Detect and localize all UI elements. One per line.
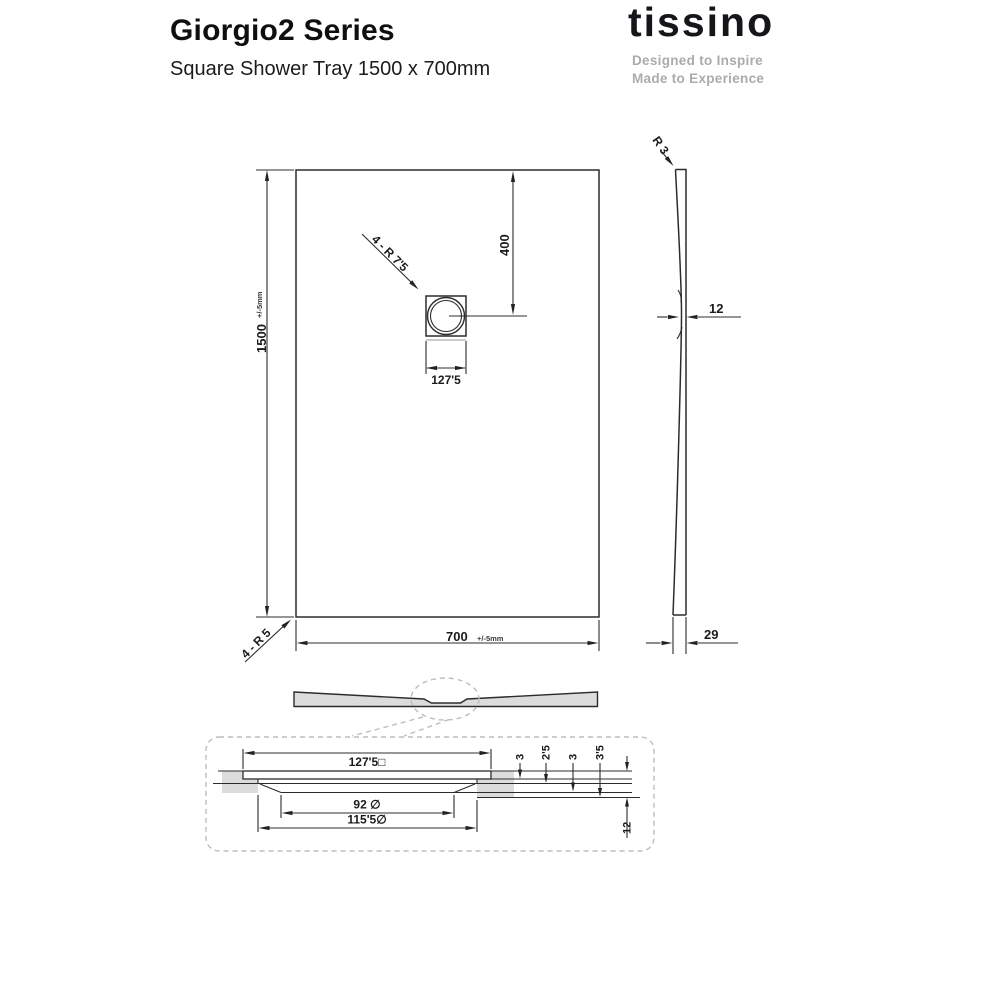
length-dimension: 1500 +/-5mm xyxy=(254,169,294,618)
step1-label: 3 xyxy=(515,754,527,760)
width-label: 700 xyxy=(446,629,468,644)
recess-dia-dimension: 115'5∅ xyxy=(257,795,478,832)
waste-dia-label: 92 ∅ xyxy=(353,798,380,812)
step-depth-dimensions: 3 2'5 3 3'5 xyxy=(515,745,607,797)
side-view: R 3 12 29 xyxy=(646,134,741,654)
mid-thickness-label: 12 xyxy=(709,301,723,316)
step2-label: 2'5 xyxy=(541,745,553,760)
length-tolerance: +/-5mm xyxy=(255,291,264,318)
drain xyxy=(425,295,467,341)
width-tolerance: +/-5mm xyxy=(477,634,504,643)
step3-label: 3 xyxy=(568,754,580,760)
detail-view: 127'5□ 92 ∅ 115'5∅ xyxy=(205,736,655,852)
drain-width-dimension: 127'5 xyxy=(425,341,467,387)
corner-radius-callout: 4 - R 5 xyxy=(238,619,291,663)
mid-thickness-dimension: 12 xyxy=(657,301,741,320)
edge-radius-label: R 3 xyxy=(650,134,672,158)
brand-logo: tissino xyxy=(628,0,775,45)
edge-radius-callout: R 3 xyxy=(650,134,674,166)
detail-callout-circle xyxy=(410,677,480,721)
side-profile-right xyxy=(675,168,687,615)
detail-frame xyxy=(205,736,655,852)
side-profile-left xyxy=(672,169,683,616)
cover-square-dimension: 127'5□ xyxy=(242,749,492,769)
length-label: 1500 xyxy=(254,324,269,353)
waste-dia-dimension: 92 ∅ xyxy=(280,795,455,818)
drain-cover-plate xyxy=(242,770,492,780)
edge-thickness-label: 29 xyxy=(704,627,718,642)
edge-thickness-dimension: 29 xyxy=(646,627,738,646)
plan-view: 1500 +/-5mm 700 +/-5mm 4 - R 5 xyxy=(238,169,600,663)
total-depth-dimension: 12 xyxy=(622,756,634,838)
brand-tagline-1: Designed to Inspire xyxy=(632,53,763,68)
recess-dia-label: 115'5∅ xyxy=(347,813,386,827)
drain-width-label: 127'5 xyxy=(431,373,461,387)
section-view xyxy=(293,677,599,737)
total-depth-label: 12 xyxy=(622,822,634,834)
brand-tagline-2: Made to Experience xyxy=(632,71,765,86)
width-dimension: 700 +/-5mm xyxy=(295,620,600,651)
section-profile xyxy=(293,691,599,708)
page-subtitle: Square Shower Tray 1500 x 700mm xyxy=(170,58,491,80)
drain-offset-label: 400 xyxy=(497,234,512,256)
corner-radius-label: 4 - R 5 xyxy=(238,626,274,662)
page-title: Giorgio2 Series xyxy=(170,14,395,47)
tray-outline xyxy=(295,169,600,618)
step4-label: 3'5 xyxy=(595,745,607,760)
cover-square-label: 127'5□ xyxy=(349,755,386,769)
drain-offset-dimension: 400 xyxy=(449,171,527,317)
